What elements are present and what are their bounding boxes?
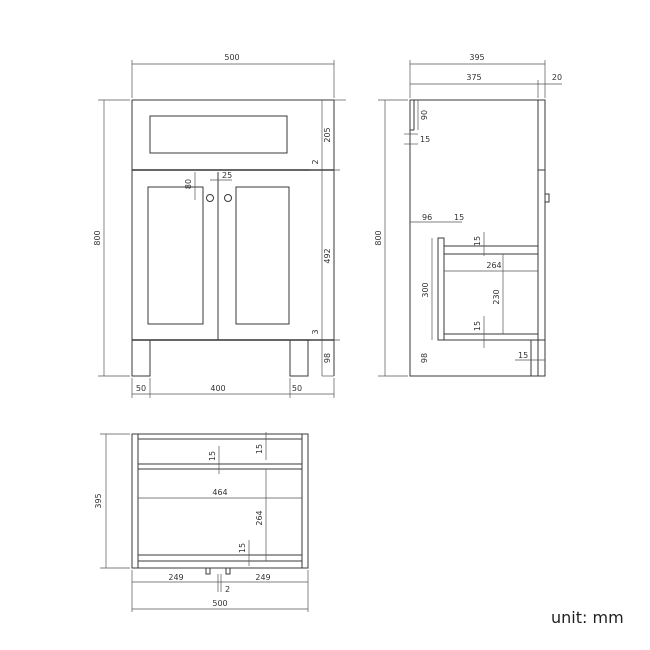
side-view: 395 375 20 800 90 15 96 15 15 264 300 23… — [374, 53, 562, 377]
drawer-height-label: 205 — [323, 127, 332, 142]
door-height-label: 492 — [323, 248, 332, 263]
back-panel — [437, 237, 445, 341]
left-door-panel — [147, 186, 204, 325]
door-thickness-label: 20 — [552, 73, 562, 82]
handle-offset-label: 25 — [222, 171, 232, 180]
door-right-label: 249 — [255, 573, 270, 582]
door-gap-label: 2 — [225, 585, 230, 594]
front-view: 500 800 205 2 492 3 98 80 25 50 400 50 — [93, 53, 346, 398]
gap-label: 2 — [311, 159, 320, 164]
top-back-thickness-label: 15 — [255, 444, 264, 454]
top-inner-width-label: 464 — [212, 488, 227, 497]
top-rail-thickness-label: 15 — [208, 451, 217, 461]
left-plinth-leg — [131, 339, 151, 377]
side-inner-depth-label: 264 — [486, 261, 501, 270]
front-outline — [131, 99, 335, 341]
side-height-label: 800 — [374, 230, 383, 245]
top-front-thickness-label: 15 — [238, 543, 247, 553]
shelf-thickness-label: 15 — [473, 236, 482, 246]
top-width-label: 500 — [212, 599, 227, 608]
side-plinth-height-label: 98 — [420, 353, 429, 363]
side-outline — [409, 99, 546, 377]
back-panel-height-label: 300 — [421, 282, 430, 297]
side-knob-icon — [545, 193, 550, 203]
handle-height-label: 80 — [184, 179, 193, 189]
drawer-panel — [149, 115, 288, 154]
base-gap-label: 3 — [311, 329, 320, 334]
inner-width-label: 400 — [210, 384, 225, 393]
back-thickness-label: 15 — [454, 213, 464, 222]
back-offset-label: 96 — [422, 213, 432, 222]
top-rail-label: 90 — [420, 110, 429, 120]
top-outline — [131, 433, 309, 569]
side-body-depth-label: 375 — [466, 73, 481, 82]
door-left-label: 249 — [168, 573, 183, 582]
front-width-label: 500 — [224, 53, 239, 62]
right-knob-icon — [224, 194, 232, 202]
side-depth-label: 395 — [469, 53, 484, 62]
front-height-label: 800 — [93, 230, 102, 245]
plinth-thickness-label: 15 — [518, 351, 528, 360]
unit-label: unit: mm — [551, 608, 624, 627]
right-plinth-leg — [289, 339, 309, 377]
side-inner-height-label: 230 — [492, 289, 501, 304]
right-door-panel — [235, 186, 290, 325]
top-left-knob-icon — [205, 568, 211, 575]
top-view: 395 15 15 464 264 15 249 249 2 500 — [94, 432, 309, 612]
left-knob-icon — [206, 194, 214, 202]
rail-thickness-label: 15 — [420, 135, 430, 144]
plinth-height-label: 98 — [323, 353, 332, 363]
side-left-label: 50 — [136, 384, 146, 393]
top-inner-depth-label: 264 — [255, 510, 264, 525]
top-depth-label: 395 — [94, 493, 103, 508]
top-right-knob-icon — [225, 568, 231, 575]
side-right-label: 50 — [292, 384, 302, 393]
bottom-thickness-label: 15 — [473, 321, 482, 331]
